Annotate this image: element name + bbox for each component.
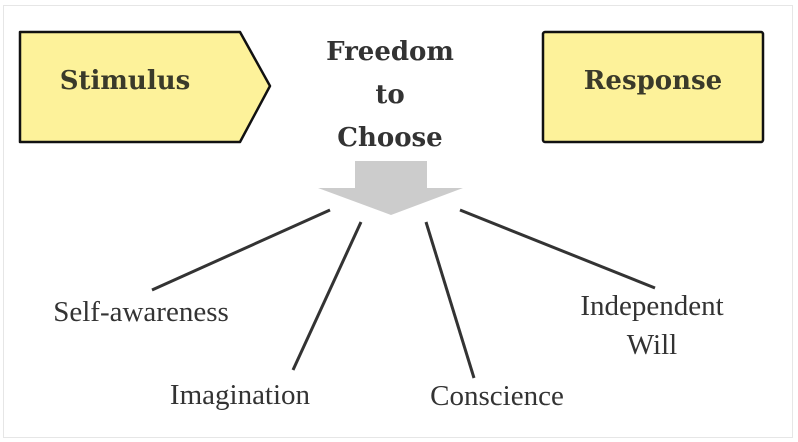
connector-conscience xyxy=(424,221,476,379)
label-self-awareness: Self-awareness xyxy=(53,296,229,328)
stimulus-box xyxy=(18,30,272,144)
stimulus-label: Stimulus xyxy=(59,66,191,96)
independent-will-line-2: Will xyxy=(626,329,678,361)
down-arrow xyxy=(318,161,463,215)
independent-will-line-1: Independent xyxy=(580,290,724,322)
connector-independent-will xyxy=(459,208,656,290)
title-line-1: Freedom xyxy=(326,37,454,67)
freedom-to-choose-title: Freedom to Choose xyxy=(290,31,490,160)
label-independent-will: Independent Will xyxy=(540,287,764,365)
response-label: Response xyxy=(583,66,723,96)
label-imagination: Imagination xyxy=(169,379,311,411)
diagram-frame xyxy=(3,5,793,438)
title-line-3: Choose xyxy=(337,123,443,153)
title-line-2: to xyxy=(375,80,405,110)
label-conscience: Conscience xyxy=(430,380,564,412)
response-box xyxy=(541,30,765,144)
connector-imagination xyxy=(291,221,363,371)
connector-self-awareness xyxy=(151,208,331,292)
